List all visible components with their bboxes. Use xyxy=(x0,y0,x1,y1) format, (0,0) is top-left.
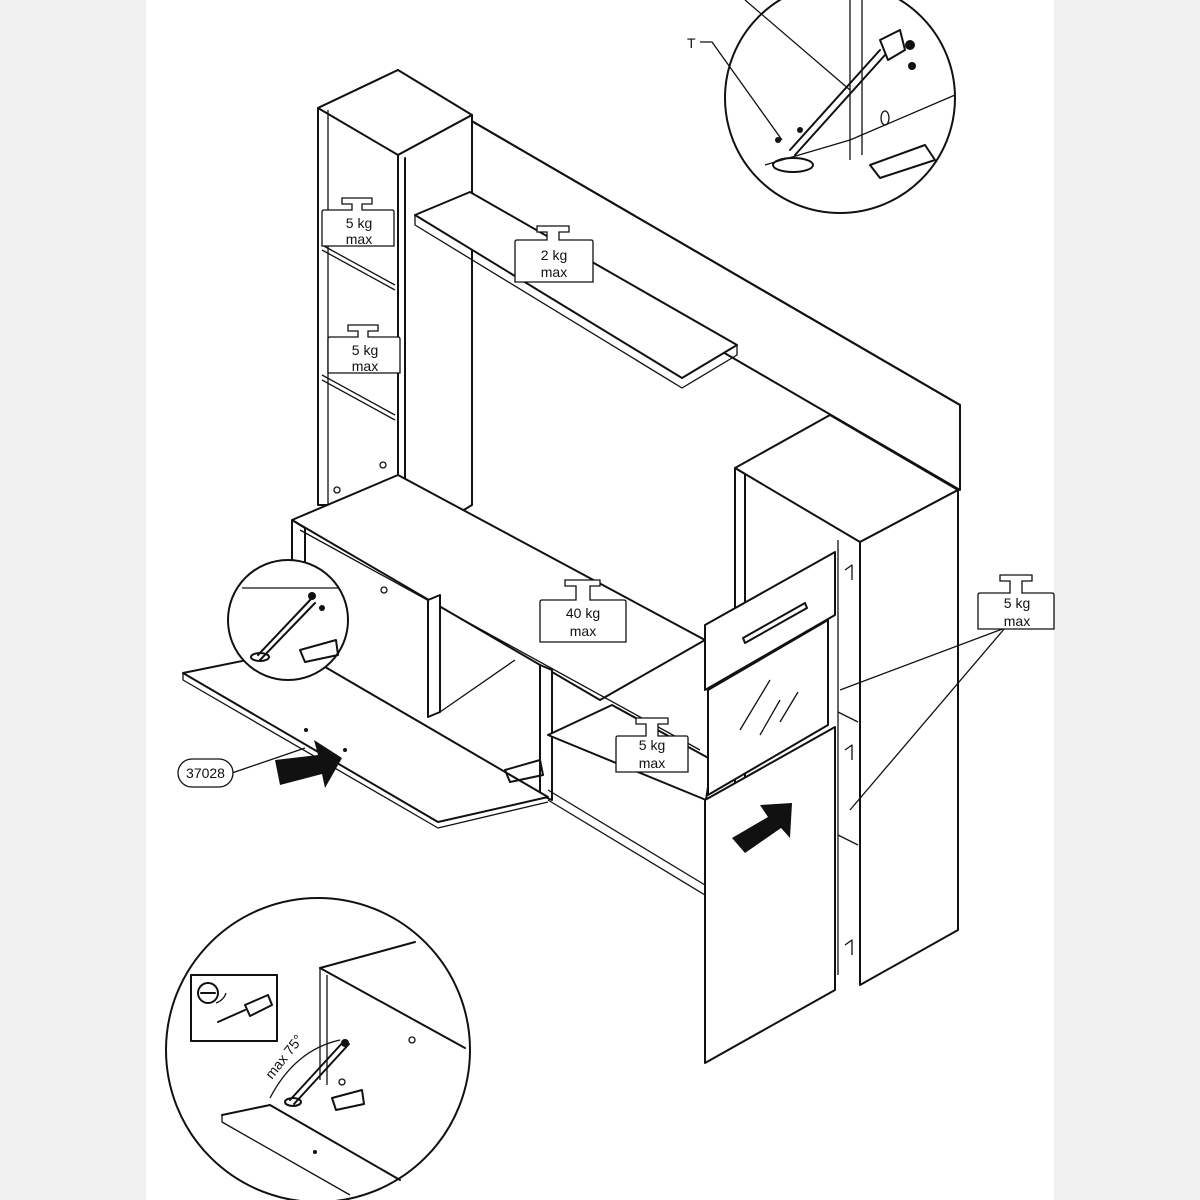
weight-icon xyxy=(327,324,401,374)
weight-icon xyxy=(615,717,689,773)
detail-hinge-left xyxy=(227,559,349,681)
floating-shelf xyxy=(414,191,738,389)
weight-icon xyxy=(514,225,594,283)
svg-text:max: max xyxy=(1004,613,1030,629)
detail-angle-bottom: max 75° xyxy=(165,897,471,1200)
svg-text:37028: 37028 xyxy=(186,765,225,781)
lower-door xyxy=(704,726,836,1064)
drawer-front xyxy=(704,551,836,691)
right-tower xyxy=(734,414,959,986)
weight-badge-lower-shelf: 5 kg max xyxy=(615,717,689,773)
weight-icon xyxy=(321,197,395,247)
part-number-badge: 37028 xyxy=(177,758,234,788)
svg-text:2 kg: 2 kg xyxy=(541,247,567,263)
weight-badge-shelf-mid-left: 5 kg max xyxy=(327,324,401,374)
svg-text:5 kg: 5 kg xyxy=(352,342,378,358)
svg-text:5 kg: 5 kg xyxy=(639,737,665,753)
callout-letter: T xyxy=(687,35,696,51)
drop-flap-left xyxy=(182,649,549,829)
weight-icon xyxy=(977,574,1055,630)
weight-badge-tv-top: 40 kg max xyxy=(539,579,627,643)
svg-text:5 kg: 5 kg xyxy=(1004,595,1030,611)
weight-badge-floating-shelf: 2 kg max xyxy=(514,225,594,283)
weight-badge-shelf-top-left: 5 kg max xyxy=(321,197,395,247)
push-arrow-icon xyxy=(275,740,342,788)
svg-text:max: max xyxy=(639,755,665,771)
svg-text:max: max xyxy=(541,264,567,280)
svg-text:max: max xyxy=(346,231,372,247)
svg-text:max: max xyxy=(570,623,596,639)
svg-text:40 kg: 40 kg xyxy=(566,605,600,621)
svg-text:max: max xyxy=(352,358,378,374)
screw-head-icon xyxy=(197,982,227,1004)
weight-badge-right-tower: 5 kg max xyxy=(977,574,1055,630)
svg-text:5 kg: 5 kg xyxy=(346,215,372,231)
detail-stay-top: T xyxy=(687,0,956,214)
glass-door xyxy=(707,619,829,796)
weight-icon xyxy=(539,579,627,643)
push-arrow-icon xyxy=(732,803,792,853)
screwdriver-icon xyxy=(217,994,273,1023)
